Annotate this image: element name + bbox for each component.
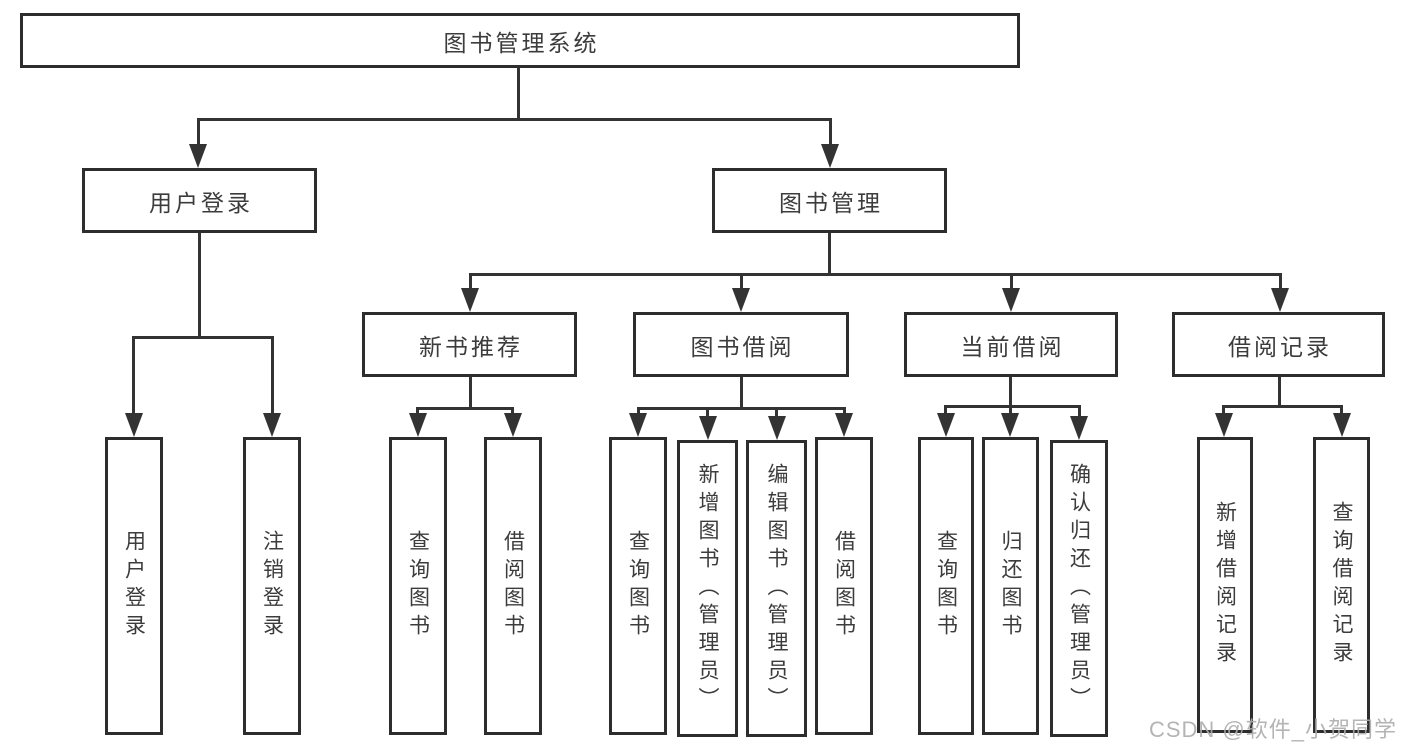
arrow-down-icon [937,413,955,437]
arrow-down-icon [461,288,479,312]
connector-root-stub [517,68,520,118]
connector-new-book-stub [469,377,472,407]
arrow-down-icon [629,413,647,437]
node-book-management-label: 图书管理 [779,189,883,216]
leaf-cb-return-books-label: 归还图书 [999,530,1022,642]
connector-drop-bb-query [637,407,640,415]
connector-borrow-records-stub [1278,377,1281,405]
arrow-down-icon [504,413,522,437]
node-current-borrowing: 当前借阅 [904,312,1118,377]
leaf-logout: 注销登录 [243,437,301,735]
arrow-down-icon [263,413,281,437]
connector-drop-nb-borrow [511,407,514,417]
leaf-bb-query-books-label: 查询图书 [626,530,650,642]
leaf-logout-label: 注销登录 [260,530,284,642]
leaf-bb-add-books-admin-label: 新增图书（管理员） [696,462,719,715]
arrow-down-icon [835,413,853,437]
arrow-down-icon [768,416,786,440]
csdn-watermark: CSDN @软件_小贺同学 [1148,717,1397,742]
leaf-bb-edit-books-admin: 编辑图书（管理员） [746,440,807,737]
leaf-bb-borrow-books-label: 借阅图书 [832,530,856,642]
leaf-cb-confirm-return-admin-label: 确认归还（管理员） [1067,462,1091,715]
connector-drop-cb-query [944,405,947,415]
connector-user-login-rail [132,336,274,339]
connector-level3-rail [469,273,1281,276]
leaf-nb-query-books-label: 查询图书 [406,530,430,642]
node-user-login-label: 用户登录 [149,189,253,216]
leaf-br-add-record-label: 新增借阅记录 [1213,501,1237,669]
connector-user-login-stub [198,233,201,336]
connector-book-borrowing-stub [740,377,743,407]
connector-book-management-stub [828,233,831,273]
connector-current-borrowing-stub [1009,377,1012,405]
connector-drop-leaf-logout [271,336,274,413]
arrow-down-icon [1333,413,1351,437]
connector-book-borrowing-rail [637,407,846,410]
connector-drop-leaf-user-login [132,336,135,413]
connector-drop-new-book [469,273,472,288]
connector-drop-book-management [829,118,832,146]
leaf-nb-borrow-books: 借阅图书 [484,437,542,735]
node-borrow-records: 借阅记录 [1172,312,1385,377]
arrow-down-icon [821,144,839,168]
connector-drop-br-query [1340,405,1343,415]
arrow-down-icon [1070,416,1088,440]
connector-drop-book-borrowing [740,273,743,288]
leaf-nb-query-books: 查询图书 [389,437,447,735]
node-book-borrowing-label: 图书借阅 [690,333,795,360]
connector-drop-bb-edit [775,407,778,418]
leaf-br-query-record-label: 查询借阅记录 [1330,501,1353,669]
leaf-nb-borrow-books-label: 借阅图书 [501,530,525,642]
leaf-user-login-label: 用户登录 [122,530,146,642]
arrow-down-icon [732,288,750,312]
leaf-cb-query-books: 查询图书 [918,437,974,735]
node-borrow-records-label: 借阅记录 [1228,333,1332,360]
leaf-bb-borrow-books: 借阅图书 [815,437,873,735]
leaf-bb-add-books-admin: 新增图书（管理员） [677,440,738,737]
connector-current-borrowing-rail [944,405,1081,408]
node-book-borrowing: 图书借阅 [633,312,849,377]
connector-drop-br-add [1222,405,1225,415]
leaf-cb-return-books: 归还图书 [982,437,1039,735]
node-book-management: 图书管理 [712,168,947,233]
leaf-user-login: 用户登录 [105,437,163,735]
connector-drop-bb-borrow [843,407,846,415]
leaf-bb-query-books: 查询图书 [609,437,667,735]
connector-drop-bb-add [706,407,709,418]
connector-drop-nb-query [416,407,419,417]
connector-drop-borrow-records [1279,273,1282,288]
leaf-br-add-record: 新增借阅记录 [1197,437,1253,733]
arrow-down-icon [409,413,427,437]
leaf-cb-confirm-return-admin: 确认归还（管理员） [1050,440,1108,737]
leaf-cb-query-books-label: 查询图书 [934,530,958,642]
arrow-down-icon [699,416,717,440]
node-root: 图书管理系统 [20,13,1020,68]
leaf-bb-edit-books-admin-label: 编辑图书（管理员） [765,462,788,715]
arrow-down-icon [189,144,207,168]
arrow-down-icon [1001,413,1019,437]
node-new-book-recommend-label: 新书推荐 [419,333,523,360]
connector-drop-user-login [197,118,200,146]
node-root-label: 图书管理系统 [443,29,600,56]
arrow-down-icon [125,413,143,437]
leaf-br-query-record: 查询借阅记录 [1313,437,1370,733]
node-user-login: 用户登录 [82,168,317,233]
connector-drop-cb-return [1009,405,1012,415]
arrow-down-icon [1002,288,1020,312]
arrow-down-icon [1215,413,1233,437]
connector-borrow-records-rail [1222,405,1343,408]
node-new-book-recommend: 新书推荐 [362,312,577,377]
connector-new-book-rail [416,407,514,410]
node-current-borrowing-label: 当前借阅 [960,333,1065,360]
arrow-down-icon [1271,288,1289,312]
connector-drop-cb-confirm [1078,405,1081,418]
connector-drop-current-borrowing [1010,273,1013,288]
connector-level1-rail [197,118,832,121]
